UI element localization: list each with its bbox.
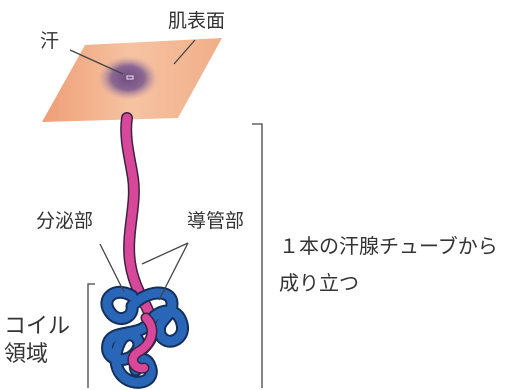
duct-leader-line-left [142, 243, 188, 264]
description-line1: １本の汗腺チューブから [279, 236, 498, 256]
duct-label: 導管部 [187, 212, 244, 231]
gland-bracket [252, 124, 262, 388]
skin-surface-label: 肌表面 [168, 12, 225, 31]
secretory-label: 分泌部 [36, 212, 93, 231]
secretory-leader-line [100, 244, 124, 292]
sweat-label: 汗 [40, 32, 59, 51]
description-line2: 成り立つ [279, 273, 359, 293]
coil-region-label-line1: コイル [4, 316, 70, 338]
coil-bracket [88, 284, 95, 388]
sweat-spot [98, 56, 158, 100]
duct-leader-line-right [159, 243, 188, 300]
coil-region-label-line2: 領域 [4, 344, 48, 366]
